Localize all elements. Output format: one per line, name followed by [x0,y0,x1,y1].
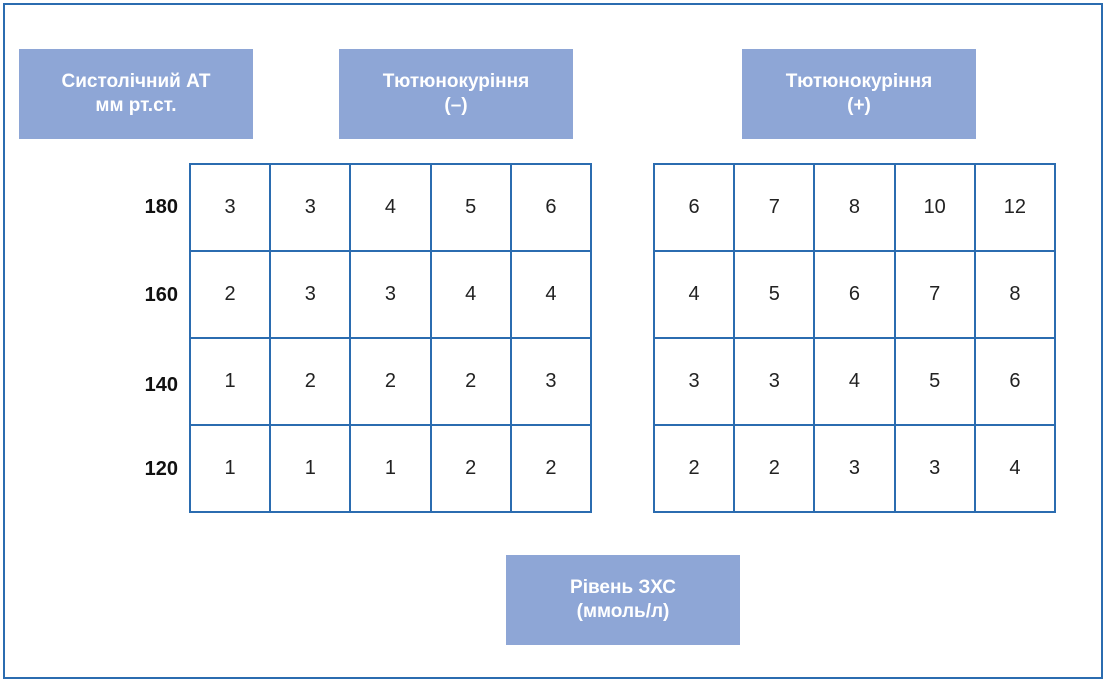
grid-cell: 7 [895,252,976,339]
grid-cell: 4 [655,252,736,339]
grid-cell: 7 [735,165,816,252]
systolic-bp-label: Систолічний АТ мм рт.ст. [19,49,253,139]
smoker-label-line1: Тютюнокуріння [785,71,933,92]
grid-cell: 4 [815,339,896,426]
grid-cell: 1 [351,426,432,513]
grid-cell: 4 [431,252,512,339]
nonsmoker-label-line1: Тютюнокуріння [382,71,530,92]
grid-cell: 6 [655,165,736,252]
grid-cell: 6 [815,252,896,339]
nonsmoker-risk-grid: 3 3 4 5 6 2 3 3 4 4 1 2 2 2 3 1 1 1 2 2 [189,163,592,513]
systolic-bp-label-line1: Систолічний АТ [61,71,211,92]
grid-cell: 3 [895,426,976,513]
cholesterol-label-line1: Рівень ЗХС [570,577,676,598]
row-label-bp: 120 [144,458,178,480]
grid-cell: 2 [351,339,432,426]
smoker-label: Тютюнокуріння (+) [742,49,976,139]
grid-cell: 2 [271,339,352,426]
smoker-risk-grid: 6 7 8 10 12 4 5 6 7 8 3 3 4 5 6 2 2 3 3 … [653,163,1056,513]
grid-cell: 1 [271,426,352,513]
grid-cell: 2 [431,339,512,426]
grid-cell: 1 [191,339,272,426]
row-label-bp: 160 [144,284,178,306]
grid-cell: 3 [191,165,272,252]
grid-cell: 3 [511,339,592,426]
nonsmoker-label-line2: (–) [444,95,468,116]
grid-cell: 4 [351,165,432,252]
systolic-bp-label-line2: мм рт.ст. [95,95,177,116]
grid-cell: 2 [191,252,272,339]
grid-cell: 4 [511,252,592,339]
grid-cell: 5 [895,339,976,426]
grid-cell: 8 [815,165,896,252]
grid-cell: 8 [975,252,1056,339]
grid-cell: 12 [975,165,1056,252]
grid-cell: 3 [271,252,352,339]
cholesterol-label: Рівень ЗХС (ммоль/л) [506,555,740,645]
grid-cell: 3 [815,426,896,513]
grid-cell: 3 [655,339,736,426]
grid-cell: 4 [975,426,1056,513]
grid-cell: 10 [895,165,976,252]
row-label-bp: 140 [144,374,178,396]
grid-cell: 2 [735,426,816,513]
grid-cell: 2 [655,426,736,513]
grid-cell: 3 [271,165,352,252]
grid-cell: 6 [511,165,592,252]
cholesterol-label-line2: (ммоль/л) [576,601,670,622]
grid-cell: 3 [735,339,816,426]
row-label-bp: 180 [144,196,178,218]
smoker-label-line2: (+) [847,95,871,116]
grid-cell: 1 [191,426,272,513]
grid-cell: 6 [975,339,1056,426]
grid-cell: 5 [735,252,816,339]
grid-cell: 2 [511,426,592,513]
nonsmoker-label: Тютюнокуріння (–) [339,49,573,139]
grid-cell: 5 [431,165,512,252]
grid-cell: 3 [351,252,432,339]
grid-cell: 2 [431,426,512,513]
